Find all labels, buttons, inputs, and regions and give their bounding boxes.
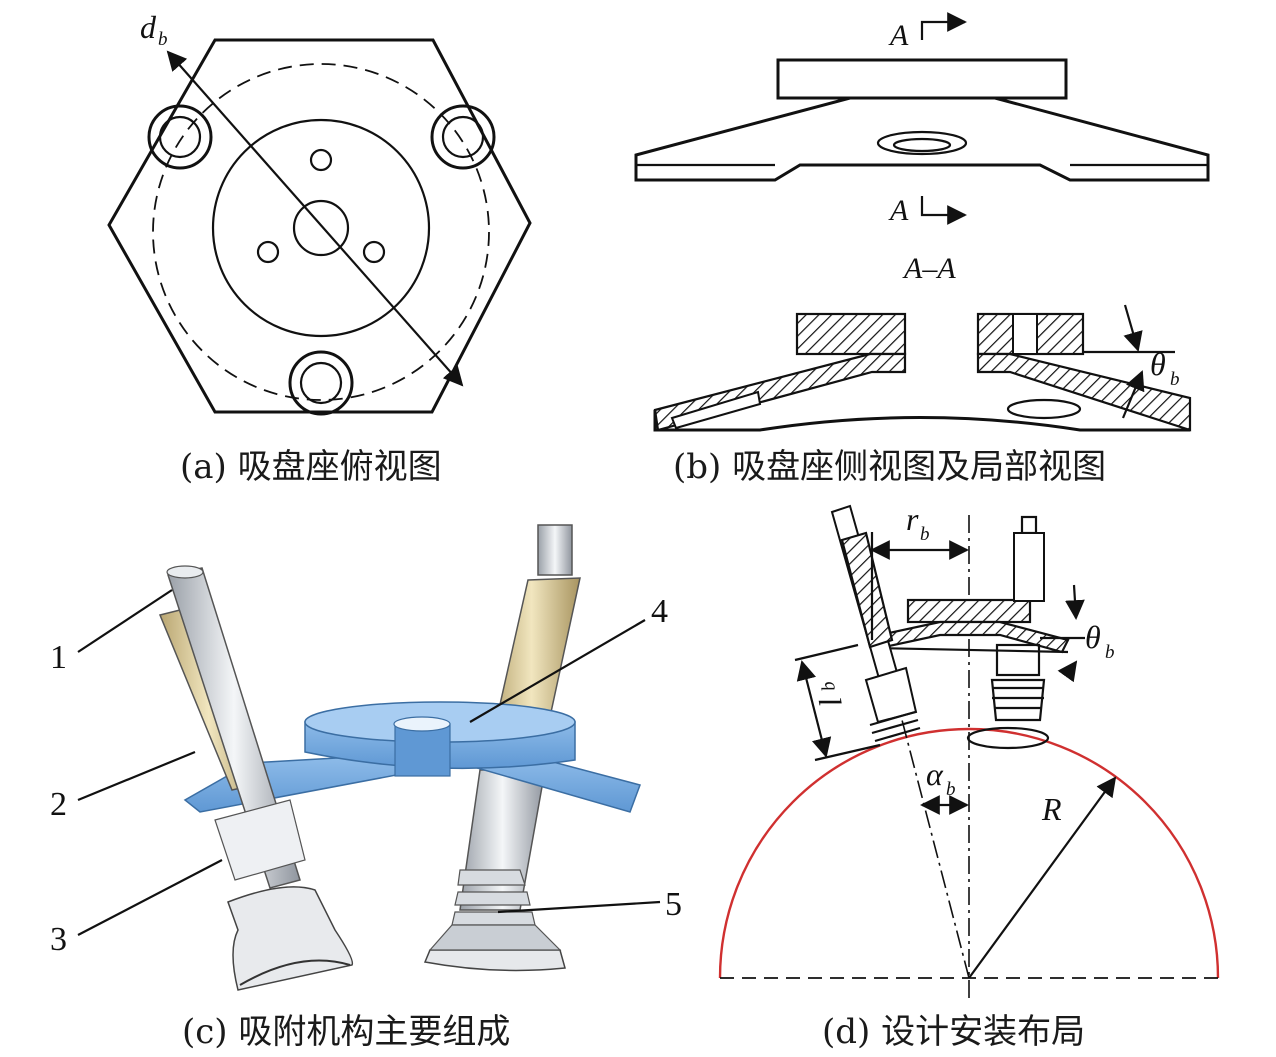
mount-hole-bottom xyxy=(288,350,354,416)
caption-a: (a) 吸盘座俯视图 xyxy=(180,447,442,487)
section-arrow-bottom xyxy=(920,196,967,225)
lb-subscript: b xyxy=(818,680,840,693)
small-hole-left xyxy=(256,240,280,264)
section-left-slot xyxy=(670,390,762,430)
leader-1 xyxy=(77,589,173,653)
theta-d-arrow-bottom xyxy=(1057,660,1078,683)
right-suction-cup xyxy=(423,869,566,972)
side-center-hole xyxy=(876,130,968,156)
section-mark-top: A xyxy=(888,19,909,52)
theta-arc-2 xyxy=(1121,370,1145,419)
theta-label: θ xyxy=(1150,346,1166,382)
sphere-arc xyxy=(718,727,1220,979)
bolt-circle xyxy=(152,63,490,401)
panel-b-side-view: A A A–A θ b xyxy=(634,12,1210,432)
leader-4 xyxy=(469,619,646,723)
right-cylinder xyxy=(459,524,581,911)
section-mark-bottom: A xyxy=(888,194,909,227)
leader-2 xyxy=(77,750,196,802)
section-top-left xyxy=(795,312,907,356)
small-hole-right xyxy=(362,240,386,264)
left-suction-cup xyxy=(227,886,354,991)
radius-line xyxy=(968,776,1117,979)
alpha-label: α xyxy=(926,756,944,792)
left-tilted-unit xyxy=(830,504,921,743)
right-vacuum-unit xyxy=(966,515,1050,750)
lb-dim-line xyxy=(796,660,832,758)
caption-d: (d) 设计安装布局 xyxy=(822,1012,1085,1052)
small-hole-top xyxy=(309,148,333,172)
leader-5 xyxy=(497,900,661,914)
theta-arc xyxy=(1123,304,1143,352)
section-title: A–A xyxy=(902,252,956,285)
rb-subscript: b xyxy=(920,524,930,545)
lb-label: l xyxy=(812,695,849,710)
callout-3: 3 xyxy=(50,921,67,958)
db-subscript: b xyxy=(158,29,168,50)
section-right-hole xyxy=(1006,398,1082,420)
left-tube xyxy=(158,565,306,889)
theta-subscript: b xyxy=(1170,369,1180,390)
theta-d-label: θ xyxy=(1085,619,1101,655)
db-dimension-line xyxy=(166,50,464,387)
panel-a-top-view: d b xyxy=(107,9,532,416)
center-boss-outer xyxy=(211,118,431,338)
panel-c-assembly: 1 2 3 4 5 xyxy=(50,524,682,991)
top-plate xyxy=(776,58,1068,100)
suction-seat xyxy=(183,701,641,813)
callout-5: 5 xyxy=(665,886,682,923)
alpha-subscript: b xyxy=(946,779,956,800)
side-body xyxy=(634,96,1210,182)
caption-b: (b) 吸盘座侧视图及局部视图 xyxy=(673,447,1106,487)
tilt-axis xyxy=(847,511,970,979)
section-arrow-top xyxy=(920,12,967,40)
section-bore xyxy=(1012,313,1038,355)
seat-outline xyxy=(107,38,532,414)
theta-d-arrow-top xyxy=(1065,584,1085,620)
rb-label: r xyxy=(906,501,919,537)
side-center-hole-inner xyxy=(892,137,952,153)
seat-top xyxy=(906,598,1032,624)
panel-d-layout: R r b θ b xyxy=(718,501,1220,1000)
caption-c: (c) 吸附机构主要组成 xyxy=(182,1012,510,1052)
db-label: d xyxy=(140,9,157,45)
theta-d-subscript: b xyxy=(1105,642,1115,663)
callout-1: 1 xyxy=(50,639,67,676)
callout-4: 4 xyxy=(651,593,668,630)
section-base xyxy=(653,410,1190,432)
leader-3 xyxy=(77,859,223,936)
lb-ext-top xyxy=(794,643,859,662)
radius-label: R xyxy=(1041,791,1062,827)
seat-baseline xyxy=(874,646,1069,654)
callout-2: 2 xyxy=(50,786,67,823)
